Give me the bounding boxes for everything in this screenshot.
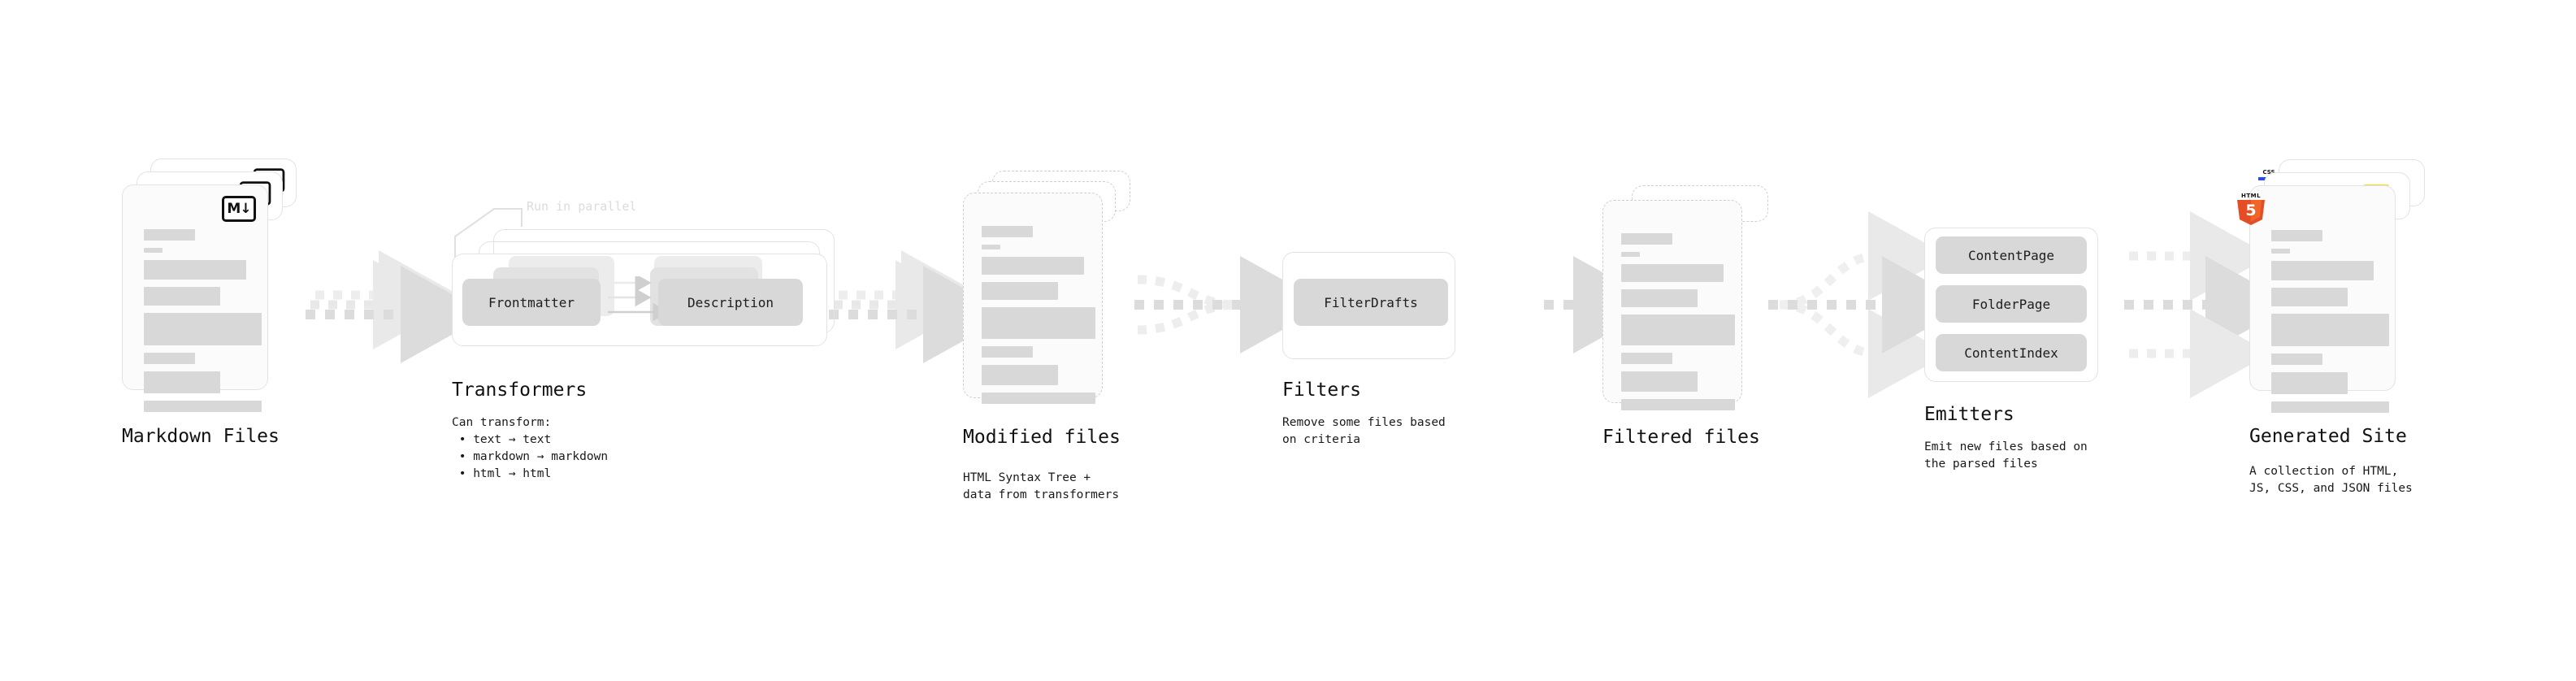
content-bar <box>982 282 1058 300</box>
content-bar <box>144 371 220 393</box>
content-bar <box>1621 233 1672 245</box>
stage-subtitle-modified-files: HTML Syntax Tree + data from transformer… <box>963 471 1120 502</box>
connector-modified-to-filters <box>1134 256 1328 354</box>
content-bar <box>2271 401 2389 413</box>
content-bar <box>144 287 220 306</box>
content-bar <box>2271 249 2290 254</box>
content-bar <box>2271 261 2374 280</box>
file-content-placeholder <box>1621 233 1735 418</box>
content-bar <box>2271 354 2322 365</box>
content-bar <box>1621 264 1724 282</box>
html5-icon-digit: 5 <box>2245 202 2257 219</box>
markdown-icon: M↓ <box>222 196 256 222</box>
content-bar <box>982 393 1095 404</box>
stage-subtitle-filters: Remove some files based on criteria <box>1282 416 1446 447</box>
stage-subtitle-generated-site: A collection of HTML, JS, CSS, and JSON … <box>2249 465 2413 496</box>
file-card-html: HTML 5 <box>2237 185 2396 413</box>
content-bar <box>1621 371 1698 392</box>
stage-subtitle-emitters: Emit new files based on the parsed files <box>1924 440 2088 471</box>
content-bar <box>2271 288 2348 306</box>
file-content-placeholder <box>2271 230 2389 420</box>
emitter-pill-contentindex[interactable]: ContentIndex <box>1936 334 2087 371</box>
content-bar <box>144 248 163 253</box>
emitter-pill-contentpage[interactable]: ContentPage <box>1936 236 2087 274</box>
stage-title-filtered-files: Filtered files <box>1602 427 1760 448</box>
filter-pill-filterdrafts[interactable]: FilterDrafts <box>1294 279 1448 326</box>
content-bar <box>144 313 262 345</box>
file-content-placeholder <box>144 229 262 419</box>
content-bar <box>1621 399 1735 410</box>
emitter-pill-folderpage[interactable]: FolderPage <box>1936 285 2087 323</box>
content-bar <box>982 307 1095 339</box>
content-bar <box>2271 230 2322 241</box>
html5-icon-shield-inner <box>2251 200 2262 222</box>
file-card-front <box>963 193 1103 404</box>
transformer-inner-arrows <box>608 276 670 322</box>
stage-title-transformers: Transformers <box>452 380 588 401</box>
parallel-bracket <box>454 208 523 258</box>
content-bar <box>982 365 1058 385</box>
transformer-pill-frontmatter[interactable]: Frontmatter <box>462 279 601 326</box>
content-bar <box>2271 314 2389 346</box>
content-bar <box>144 353 195 364</box>
file-card-front <box>1602 200 1742 410</box>
content-bar <box>982 346 1033 358</box>
file-card-front: M↓ <box>122 184 268 412</box>
stage-title-modified-files: Modified files <box>963 427 1121 448</box>
content-bar <box>982 245 1000 249</box>
content-bar <box>1621 252 1640 257</box>
stage-title-filters: Filters <box>1282 380 1361 401</box>
content-bar <box>144 401 262 412</box>
stage-title-markdown-files: Markdown Files <box>122 426 280 447</box>
html5-icon: HTML 5 <box>2237 193 2265 225</box>
html5-icon-wordmark: HTML <box>2240 193 2262 199</box>
content-bar <box>144 260 246 280</box>
css-icon-label: CSS <box>2262 169 2275 176</box>
content-bar <box>1621 353 1672 364</box>
connector-emitters-to-generated <box>2124 211 2293 398</box>
run-in-parallel-note: Run in parallel <box>527 199 637 214</box>
connector-filtered-to-emitters <box>1768 211 1970 398</box>
connector-markdown-to-transformers <box>306 250 488 363</box>
content-bar <box>2271 372 2348 394</box>
connector-transformers-to-modified <box>829 250 1011 363</box>
content-bar <box>1621 289 1698 307</box>
file-content-placeholder <box>982 226 1095 411</box>
transformer-pill-description[interactable]: Description <box>658 279 803 326</box>
content-bar <box>144 229 195 241</box>
stage-title-emitters: Emitters <box>1924 404 2014 425</box>
content-bar <box>1621 314 1735 345</box>
content-bar <box>982 226 1033 237</box>
stage-subtitle-transformers: Can transform: • text → text • markdown … <box>452 416 609 481</box>
content-bar <box>982 257 1084 275</box>
stage-title-generated-site: Generated Site <box>2249 426 2407 447</box>
